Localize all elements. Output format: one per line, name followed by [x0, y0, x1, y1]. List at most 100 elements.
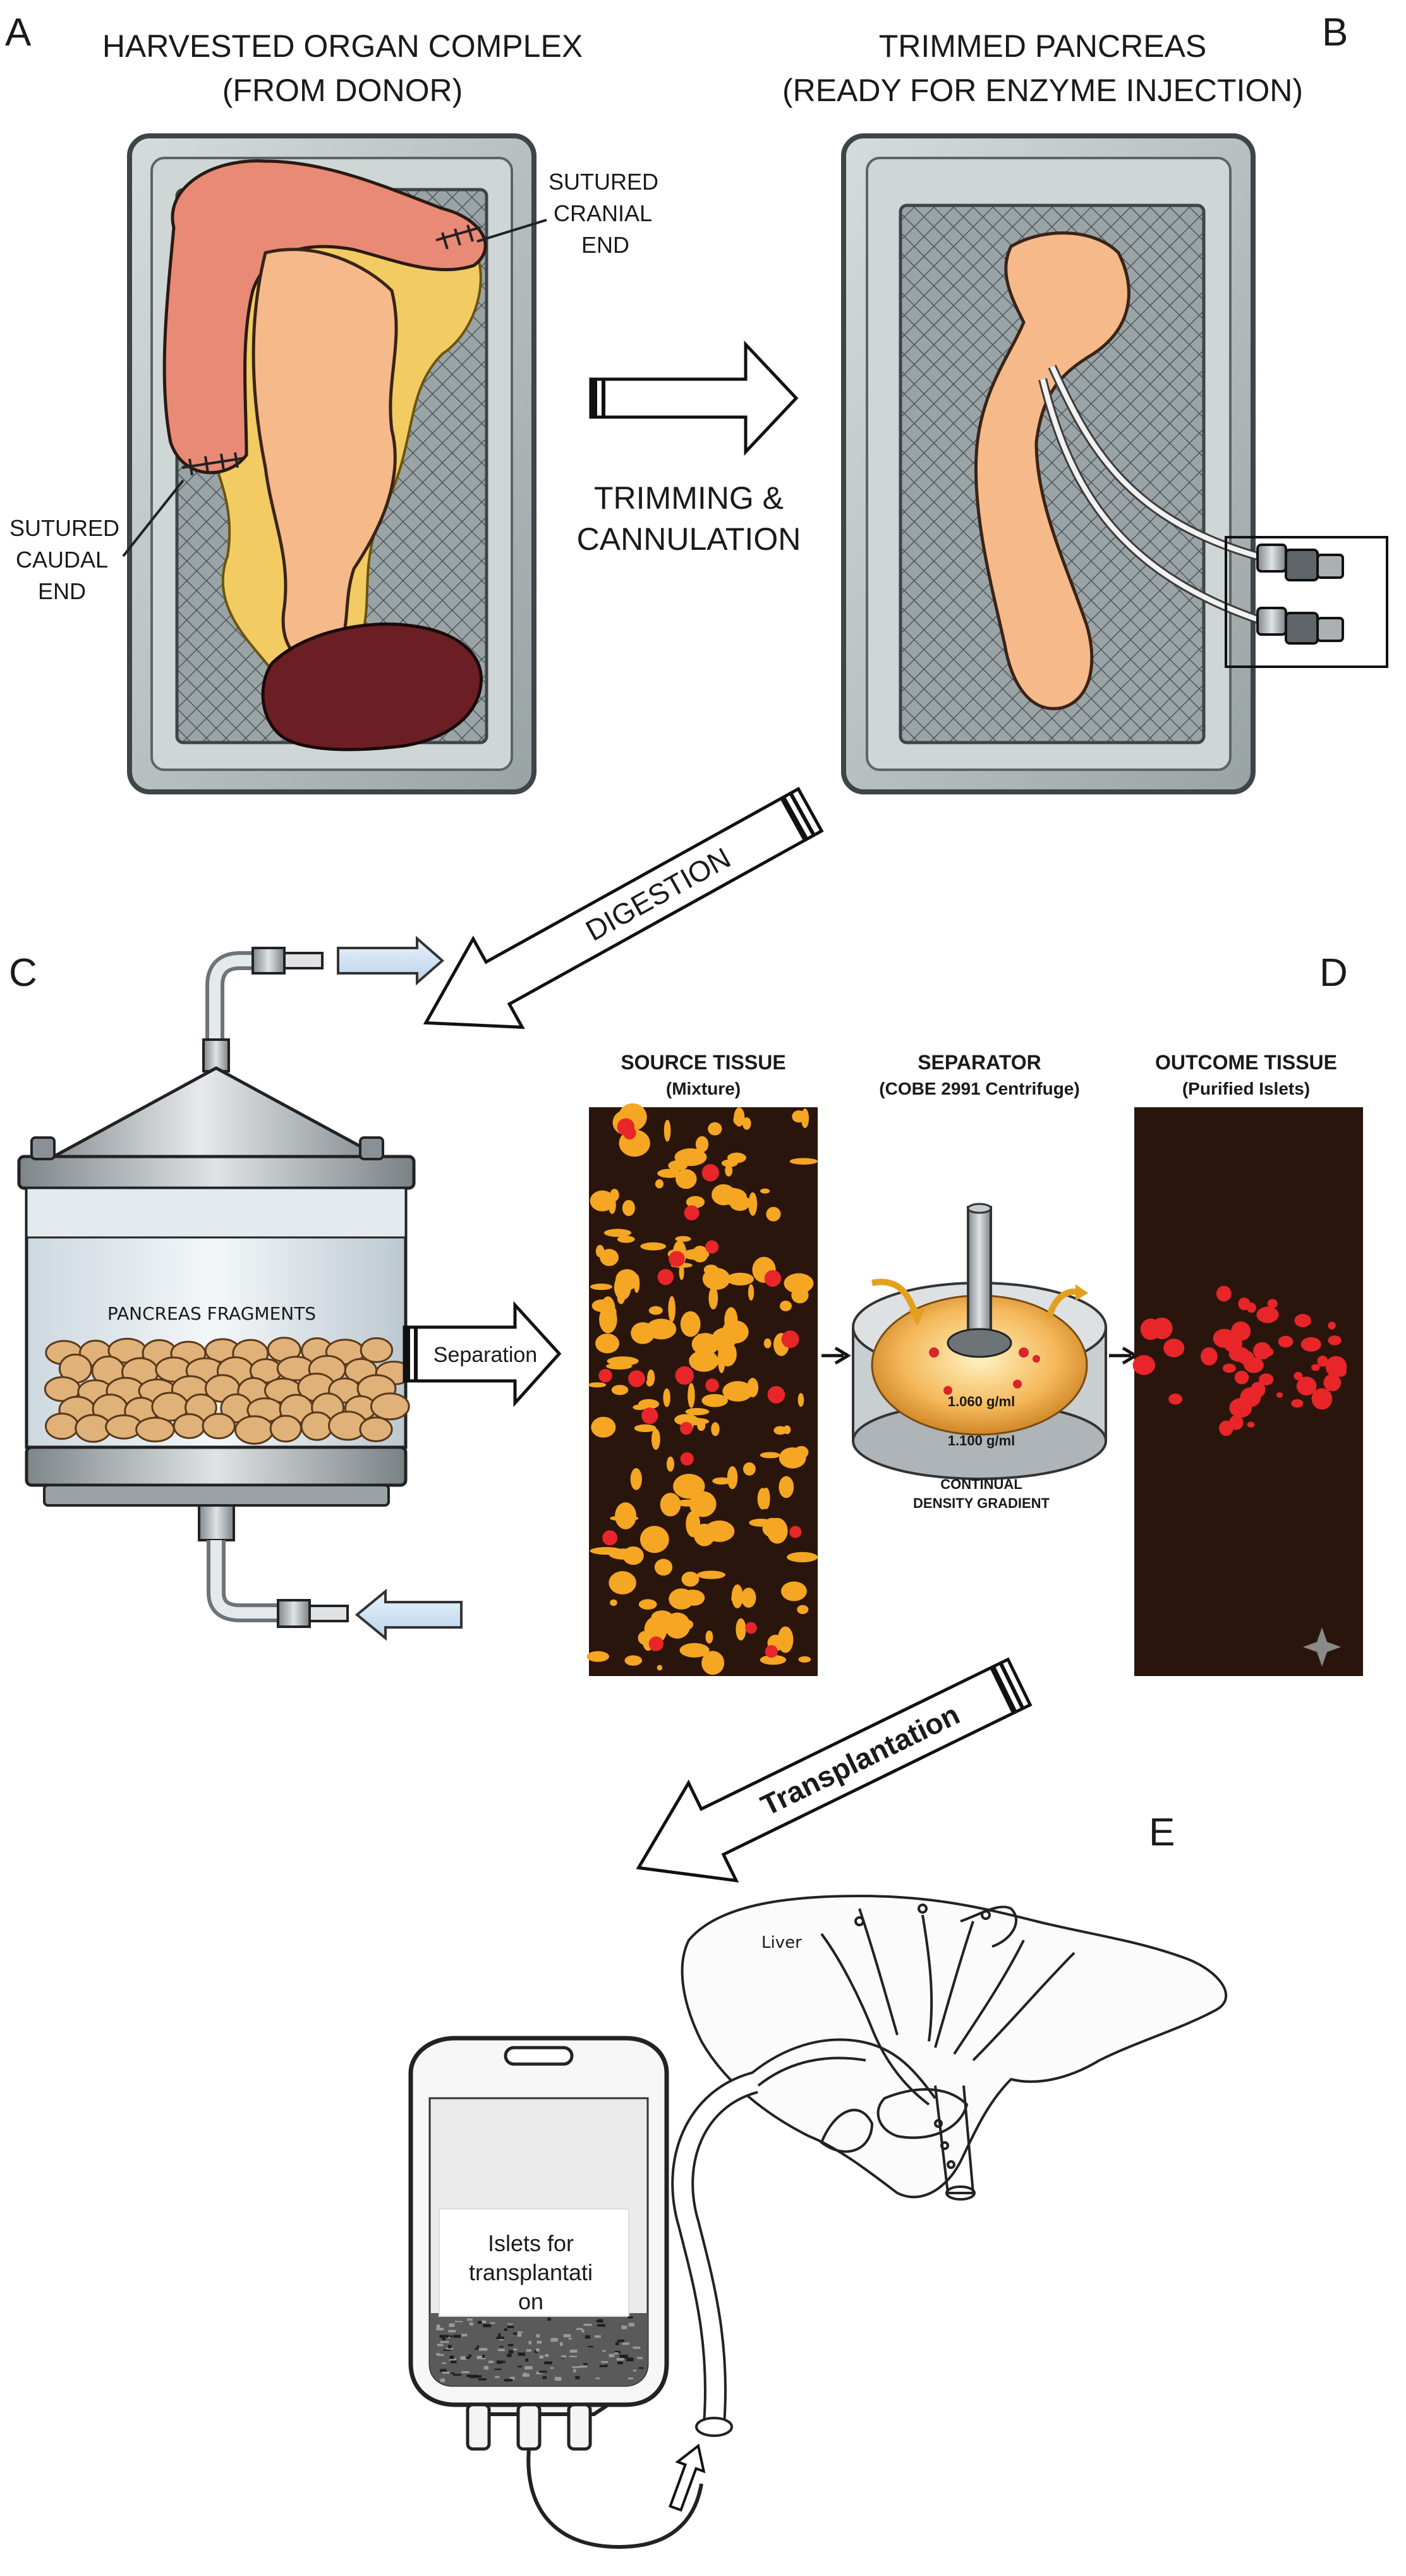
tissue-particle [638, 1599, 657, 1610]
panel-d-letter: D [1319, 951, 1348, 995]
cranial-label-line1: SUTURED [548, 169, 658, 195]
sediment-particle [627, 2378, 633, 2379]
density-inner-label: 1.060 g/ml [948, 1394, 1015, 1409]
tissue-particle [712, 1477, 731, 1485]
sediment-particle [490, 2322, 495, 2324]
sediment-particle [500, 2360, 506, 2363]
sediment-particle [509, 2376, 515, 2380]
tissue-particle [586, 1651, 609, 1662]
tissue-particle [600, 1249, 619, 1267]
islet-particle [765, 1644, 778, 1658]
sediment-particle [447, 2372, 455, 2374]
islet-particle [598, 1368, 612, 1383]
sediment-particle [476, 2355, 486, 2359]
panel-a-title-line2: (FROM DONOR) [222, 73, 463, 108]
tissue-particle [736, 1618, 746, 1641]
sediment-particle [494, 2368, 502, 2371]
sediment-particle [496, 2360, 503, 2364]
panel-a-title-line1: HARVESTED ORGAN COMPLEX [102, 28, 583, 64]
purified-islet [1213, 1328, 1236, 1348]
purified-islet [1276, 1392, 1283, 1398]
sediment-particle [442, 2338, 446, 2340]
sediment-particle [466, 2374, 470, 2378]
purified-islet [1151, 1317, 1173, 1339]
tissue-particle [787, 1552, 818, 1562]
sediment-particle [507, 2326, 514, 2328]
tissue-particle [608, 1195, 616, 1214]
sediment-particle [437, 2354, 444, 2356]
sediment-particle [504, 2379, 513, 2382]
tissue-particle [603, 1229, 632, 1237]
pancreas-fragment [44, 1413, 79, 1440]
tissue-particle [742, 1117, 751, 1130]
tissue-particle [610, 1599, 617, 1607]
sediment-particle [573, 2369, 576, 2372]
purified-islet [1168, 1394, 1183, 1405]
outflow-arrow [337, 935, 445, 986]
sediment-particle [496, 2336, 504, 2340]
tissue-particle [624, 1655, 643, 1666]
sediment-particle [513, 2332, 518, 2335]
purified-islet [1229, 1415, 1244, 1430]
islet-particle [745, 1622, 757, 1634]
luer-connector-1 [1256, 544, 1344, 581]
density-outer-label: 1.100 g/ml [948, 1433, 1015, 1449]
tissue-particle [762, 1487, 770, 1510]
sediment-particle [483, 2324, 492, 2328]
pancreas-fragment [234, 1415, 274, 1445]
sediment-particle [440, 2341, 449, 2343]
sediment-particle [568, 2338, 573, 2340]
islet-particle [657, 1268, 674, 1285]
sediment-particle [440, 2378, 445, 2383]
sediment-particle [536, 2371, 542, 2374]
sediment-particle [468, 2354, 472, 2357]
sediment-particle [633, 2369, 637, 2372]
islet-particle [701, 1164, 719, 1182]
sediment-particle [460, 2356, 467, 2360]
tissue-particle [622, 1200, 635, 1217]
tissue-particle [688, 1383, 695, 1408]
sediment-particle [561, 2357, 564, 2359]
suture-cranial [435, 224, 481, 250]
sediment-particle [478, 2348, 488, 2351]
tissue-particle [691, 1333, 719, 1356]
sediment-particle [478, 2321, 486, 2324]
sediment-particle [633, 2347, 641, 2349]
purified-islet [1267, 1299, 1278, 1309]
tissue-particle [668, 1296, 676, 1322]
panel-b-title-line1: TRIMMED PANCREAS [879, 28, 1207, 64]
transplantation-label: Transplantation [756, 1698, 965, 1822]
tissue-particle [780, 1581, 807, 1601]
sediment-particle [617, 2339, 625, 2342]
purified-islet [1300, 1337, 1321, 1352]
sediment-particle [569, 2349, 578, 2353]
tissue-particle [648, 1306, 663, 1315]
tissue-particle [784, 1273, 814, 1294]
purified-islet [1291, 1399, 1304, 1408]
sediment-particle [448, 2330, 456, 2333]
sediment-particle [545, 2354, 549, 2357]
purified-islet [1238, 1297, 1251, 1311]
sediment-particle [499, 2338, 504, 2341]
islet-particle [628, 1370, 645, 1387]
trimming-label-line2: CANNULATION [577, 521, 801, 557]
tissue-particle [711, 1422, 720, 1437]
sediment-particle [609, 2354, 615, 2357]
panel-e: E Liver [408, 1811, 1228, 2549]
tissue-particle [606, 1363, 633, 1370]
tissue-particle [617, 1236, 635, 1243]
tissue-particle [708, 1287, 718, 1310]
fragments-label: PANCREAS FRAGMENTS [107, 1303, 316, 1324]
tissue-particle [591, 1416, 616, 1438]
tissue-particle [679, 1643, 710, 1658]
panel-d: D SOURCE TISSUE (Mixture) SEPARATOR (COB… [586, 951, 1363, 1676]
panel-b: B TRIMMED PANCREAS (READY FOR ENZYME INJ… [782, 11, 1388, 794]
islet-particle [602, 1530, 618, 1546]
sediment-particle [563, 2334, 571, 2338]
sediment-particle [583, 2323, 592, 2326]
sediment-particle [517, 2333, 522, 2337]
sediment-particle [559, 2342, 563, 2347]
sediment-particle [507, 2323, 513, 2325]
pancreas-fragment [269, 1414, 302, 1443]
